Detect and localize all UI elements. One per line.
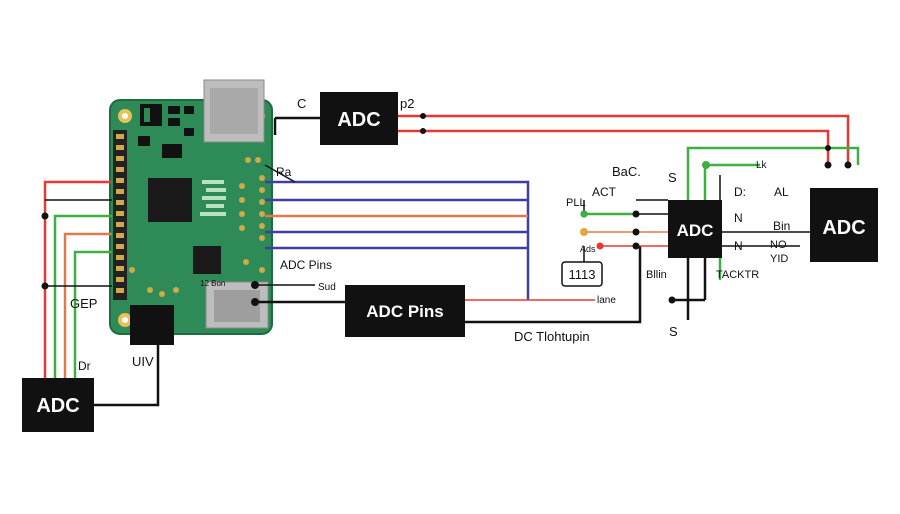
usb-plug	[130, 305, 174, 345]
label-dc-tlohtupin: DC Tlohtupin	[514, 329, 590, 344]
svg-text:ADC: ADC	[677, 221, 714, 240]
label-n1: N	[734, 211, 743, 225]
label-gep: GEP	[70, 296, 97, 311]
label-adc-pins: ADC Pins	[280, 258, 332, 272]
svg-text:ADC: ADC	[822, 217, 865, 239]
label-act: ACT	[592, 185, 617, 199]
adc-pins-module: ADC Pins	[345, 285, 465, 337]
label-al: AL	[774, 185, 789, 199]
label-tackt: TACKTR	[716, 269, 759, 281]
label-lk: Lk	[756, 160, 768, 171]
label-p2: p2	[400, 96, 414, 111]
label-d: D:	[734, 185, 746, 199]
label-no: NO	[770, 239, 787, 251]
label-c: C	[297, 96, 306, 111]
svg-text:ADC: ADC	[337, 109, 380, 131]
adc-module-far-right: ADC	[810, 188, 878, 262]
adc-module-center-right: ADC	[668, 200, 722, 258]
diagram-labels: C p2 Ra ADC Pins GEP Dr UIV Sud lane DC …	[70, 96, 790, 373]
label-uiv: UIV	[132, 354, 154, 369]
label-bllin: Bllin	[646, 269, 667, 281]
label-sud: Sud	[318, 282, 336, 293]
label-n2: N	[734, 239, 743, 253]
adc-module-bottom-left: ADC	[22, 378, 94, 432]
svg-text:ADC: ADC	[36, 395, 79, 417]
component-1113: 1113	[561, 261, 603, 287]
label-bac: BaC.	[612, 164, 641, 179]
label-s-top: S	[668, 170, 677, 185]
label-dr: Dr	[78, 359, 91, 373]
secondary-chip	[193, 246, 221, 274]
board-pin-text: 12 Bon	[200, 279, 225, 288]
label-ads: Ads	[580, 244, 596, 254]
label-ra: Ra	[276, 165, 292, 179]
wires	[43, 114, 860, 407]
label-bin: Bin	[773, 219, 790, 233]
microcontroller-board: 12 Bon	[109, 79, 273, 335]
svg-text:ADC Pins: ADC Pins	[366, 302, 443, 321]
main-chip	[148, 178, 192, 222]
label-pll: PLL	[566, 197, 586, 209]
label-yid: YID	[770, 253, 788, 265]
label-s-bottom: S	[669, 324, 678, 339]
svg-text:1113: 1113	[569, 267, 596, 282]
adc-module-top: ADC	[320, 92, 398, 145]
label-lane: lane	[597, 295, 616, 306]
